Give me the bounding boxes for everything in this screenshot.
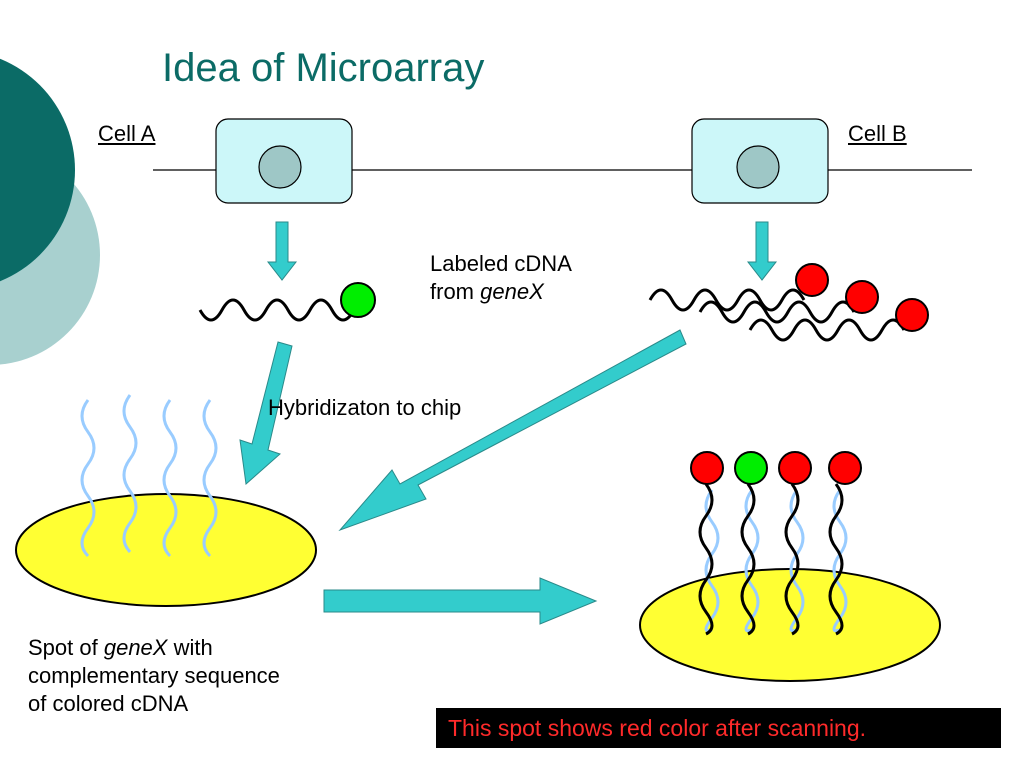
cell-b-cdna-strand-1 bbox=[648, 288, 806, 312]
probe-strands-before bbox=[80, 394, 218, 558]
cell-a bbox=[215, 118, 353, 204]
spot-caption-line3: of colored cDNA bbox=[28, 691, 189, 716]
arrow-cell-b-down bbox=[746, 221, 778, 281]
cell-b-cdna-strand-3 bbox=[748, 318, 906, 342]
arrow-cell-a-down bbox=[266, 221, 298, 281]
hybridized-cdna-strands bbox=[698, 483, 844, 636]
labeled-cdna-text: Labeled cDNA from geneX bbox=[430, 250, 572, 306]
hybridization-label: Hybridizaton to chip bbox=[268, 395, 462, 420]
slide-title: Idea of Microarray bbox=[162, 46, 485, 90]
red-label-3 bbox=[895, 298, 929, 332]
arrow-cell-a-to-chip bbox=[239, 341, 293, 485]
result-note: This spot shows red color after scanning… bbox=[436, 708, 1001, 748]
spot-caption-line2: complementary sequence bbox=[28, 663, 280, 688]
cell-a-nucleus bbox=[258, 145, 302, 189]
labeled-cdna-line1: Labeled cDNA bbox=[430, 251, 572, 276]
red-label-1 bbox=[795, 263, 829, 297]
result-green-label bbox=[734, 451, 768, 485]
theme-decoration bbox=[0, 58, 100, 365]
theme-circle-dark bbox=[0, 58, 75, 282]
cell-b-label: Cell B bbox=[848, 121, 907, 146]
arrow-to-result bbox=[323, 577, 598, 625]
cell-b bbox=[691, 118, 829, 204]
cell-b-nucleus bbox=[736, 145, 780, 189]
cell-a-label: Cell A bbox=[98, 121, 156, 146]
spot-caption: Spot of geneX with complementary sequenc… bbox=[28, 634, 280, 718]
result-red-label-2 bbox=[778, 451, 812, 485]
arrow-cell-b-to-chip bbox=[338, 329, 687, 532]
spot-caption-line1: Spot of geneX with bbox=[28, 635, 213, 660]
labeled-cdna-line2: from geneX bbox=[430, 279, 544, 304]
result-red-label-3 bbox=[828, 451, 862, 485]
cell-a-cdna-strand bbox=[198, 298, 356, 322]
red-label-2 bbox=[845, 280, 879, 314]
result-red-label-1 bbox=[690, 451, 724, 485]
green-label-cell-a bbox=[340, 282, 376, 318]
cell-b-cdna-strand-2 bbox=[698, 300, 856, 324]
